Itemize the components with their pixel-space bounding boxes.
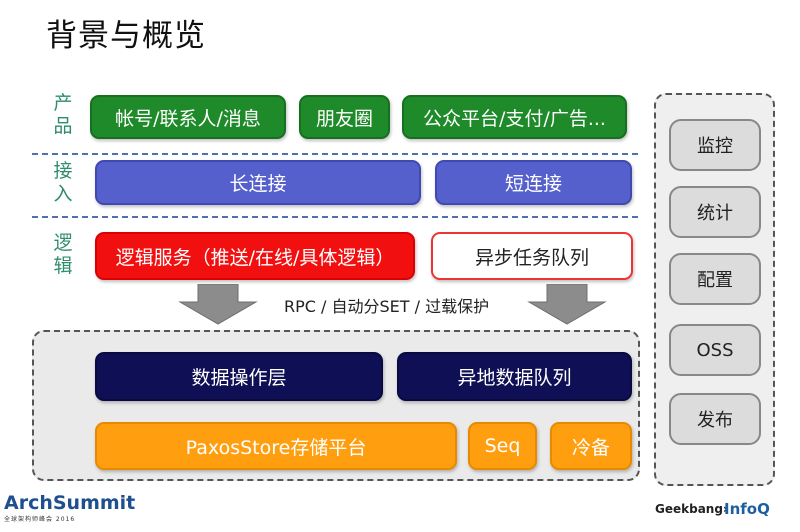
product-account-box: 帐号/联系人/消息 xyxy=(90,95,286,139)
seq-box: Seq xyxy=(468,422,537,470)
infoq-logo: InfoQ xyxy=(724,500,770,518)
archsummit-logo-text: ArchSummit xyxy=(4,492,136,514)
rpc-label: RPC / 自动分SET / 过载保护 xyxy=(284,297,490,316)
divider-access-logic xyxy=(32,216,638,218)
access-long-connection-box: 长连接 xyxy=(95,160,421,205)
layer-label-product: 产品 xyxy=(53,92,73,137)
down-arrow-right-icon xyxy=(527,284,607,325)
layer-label-access: 接入 xyxy=(53,160,73,205)
logic-async-queue-box: 异步任务队列 xyxy=(431,232,633,280)
statistics-box: 统计 xyxy=(669,186,761,238)
oss-box: OSS xyxy=(669,324,761,376)
archsummit-logo-subtitle: 全球架构师峰会 2016 xyxy=(4,516,76,523)
access-short-connection-box: 短连接 xyxy=(435,160,632,205)
page-title: 背景与概览 xyxy=(46,18,206,54)
divider-product-access xyxy=(32,153,638,155)
release-box: 发布 xyxy=(669,393,761,445)
product-moments-box: 朋友圈 xyxy=(299,95,390,139)
config-box: 配置 xyxy=(669,253,761,305)
remote-data-queue-box: 异地数据队列 xyxy=(397,352,632,401)
down-arrow-left-icon xyxy=(178,284,258,325)
product-platform-box: 公众平台/支付/广告... xyxy=(402,95,627,139)
archsummit-logo: ArchSummit 全球架构师峰会 2016 xyxy=(4,492,154,523)
monitor-box: 监控 xyxy=(669,119,761,171)
layer-label-logic: 逻辑 xyxy=(53,232,73,277)
data-operation-layer-box: 数据操作层 xyxy=(95,352,383,401)
cold-backup-box: 冷备 xyxy=(550,422,632,470)
paxosstore-box: PaxosStore存储平台 xyxy=(95,422,457,470)
logic-service-box: 逻辑服务（推送/在线/具体逻辑） xyxy=(95,232,415,280)
geekbang-logo: Geekbang› xyxy=(655,502,728,516)
